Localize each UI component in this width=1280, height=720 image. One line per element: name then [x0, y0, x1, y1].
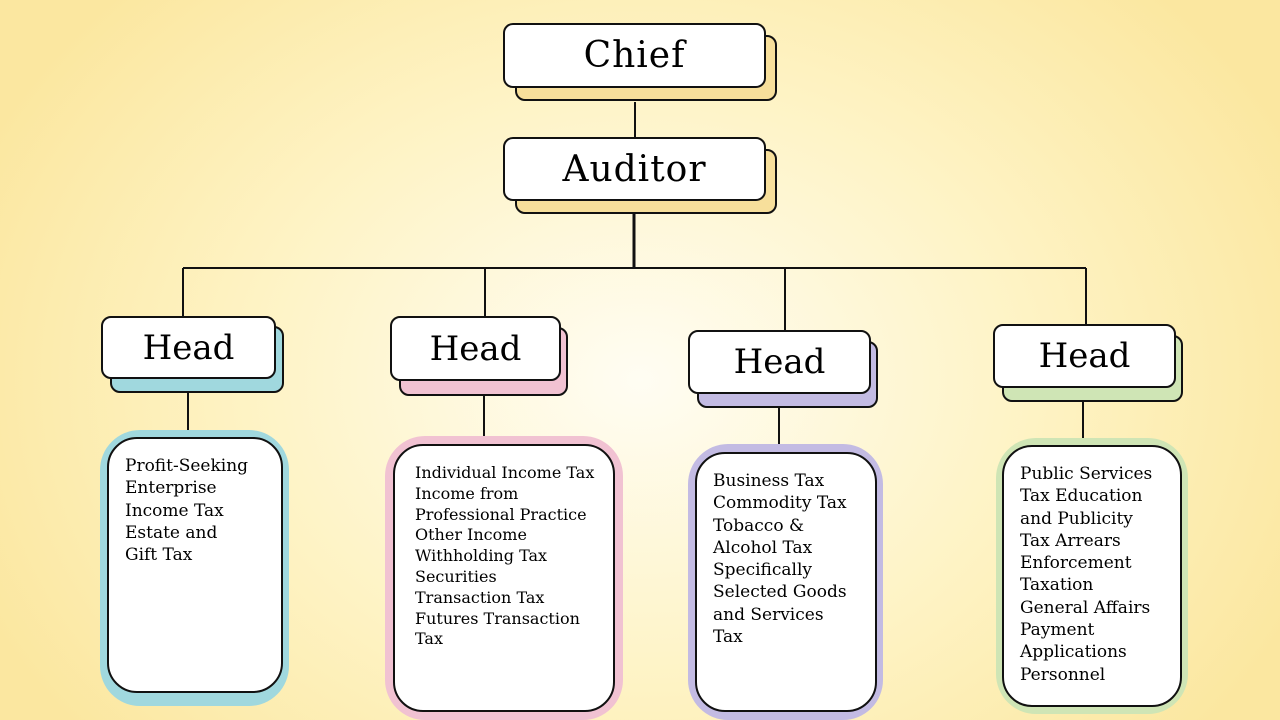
dept-item: Payment Applications — [1020, 620, 1127, 663]
dept-item: Other Income Withholding Tax — [415, 525, 548, 566]
chief-title: Chief — [503, 23, 766, 88]
dept-3-panel: Business Tax Commodity Tax Tobacco & Alc… — [695, 452, 877, 712]
dept-item: General Affairs — [1020, 597, 1151, 618]
dept-item: Profit-Seeking Enterprise Income Tax — [125, 456, 249, 521]
dept-item: Taxation — [1020, 575, 1094, 596]
head-node-2: Head — [390, 316, 570, 398]
dept-item: Tobacco & Alcohol Tax — [713, 515, 813, 558]
dept-3-frame: Business Tax Commodity Tax Tobacco & Alc… — [688, 444, 883, 720]
auditor-title: Auditor — [503, 137, 766, 201]
dept-item: Business Tax — [713, 471, 825, 491]
head-node-3: Head — [688, 330, 880, 410]
auditor-node: Auditor — [503, 137, 779, 216]
head-4-title: Head — [993, 324, 1176, 388]
dept-item: Specifically Selected Goods and Services… — [713, 560, 847, 648]
head-3-title: Head — [688, 330, 871, 394]
dept-item: Estate and Gift Tax — [125, 522, 218, 566]
dept-item: Futures Transaction Tax — [415, 608, 580, 649]
head-node-4: Head — [993, 324, 1185, 404]
dept-2-frame: Individual Income Tax Income from Profes… — [385, 436, 623, 720]
dept-item: Tax Arrears Enforcement — [1020, 530, 1132, 574]
dept-item: Personnel — [1020, 664, 1106, 685]
head-1-title: Head — [101, 316, 276, 379]
dept-item: Commodity Tax — [713, 493, 847, 514]
dept-4-panel: Public Services Tax Education and Public… — [1002, 445, 1182, 707]
chief-node: Chief — [503, 23, 779, 103]
dept-item: Individual Income Tax — [415, 463, 595, 482]
dept-4-frame: Public Services Tax Education and Public… — [996, 438, 1188, 714]
dept-item: Public Services — [1020, 464, 1153, 484]
dept-item: Income from Professional Practice — [415, 483, 587, 524]
dept-1-frame: Profit-Seeking Enterprise Income Tax Est… — [100, 430, 289, 706]
dept-item: Securities Transaction Tax — [415, 566, 545, 607]
head-2-title: Head — [390, 316, 561, 381]
head-node-1: Head — [101, 316, 286, 395]
dept-item: Tax Education and Publicity — [1020, 486, 1143, 529]
dept-2-panel: Individual Income Tax Income from Profes… — [393, 444, 615, 712]
dept-1-panel: Profit-Seeking Enterprise Income Tax Est… — [107, 437, 283, 693]
